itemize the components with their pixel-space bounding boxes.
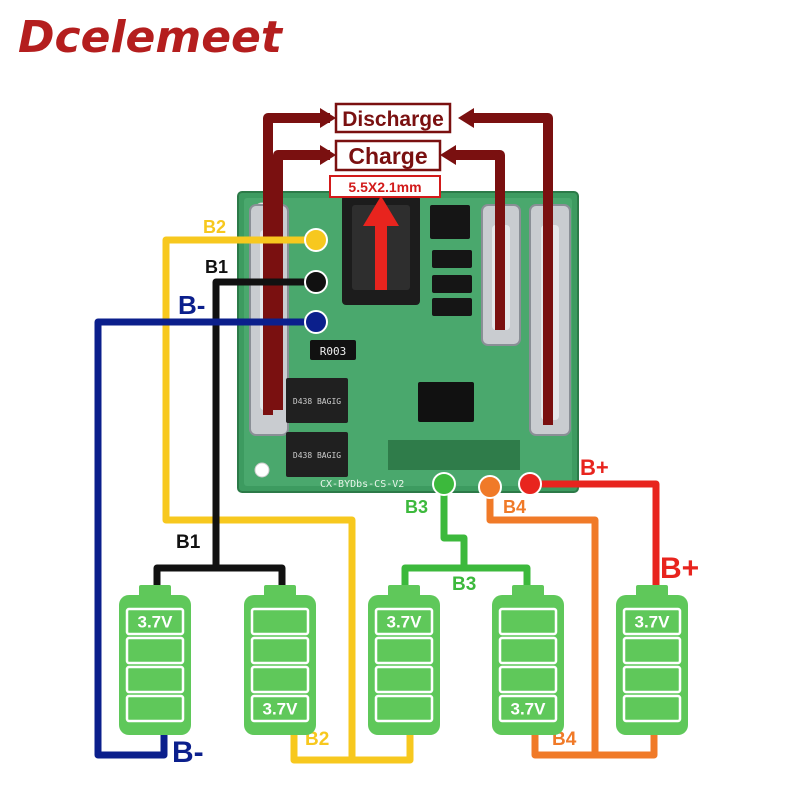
discharge-right-wire — [470, 113, 553, 425]
battery-cap — [512, 585, 544, 597]
mosfet-1 — [286, 378, 348, 423]
battery-segment — [374, 607, 434, 636]
wire-b4 — [486, 490, 658, 759]
battery-body — [368, 595, 440, 735]
battery-cap — [139, 585, 171, 597]
battery-segment — [125, 607, 185, 636]
battery-cell: 3.7V — [492, 585, 564, 735]
battery-voltage-label: 3.7V — [263, 700, 299, 719]
brand-logo: Dcelemeet — [18, 12, 284, 63]
battery-segment — [250, 636, 310, 665]
main-ic — [418, 382, 474, 422]
bms-board: R003 D438 BAGIG D438 BAGIG CX-BYDbs-CS-V… — [237, 191, 579, 493]
battery-cells: 3.7V 3.7V 3.7V 3.7V 3.7V — [119, 585, 688, 735]
dot-b3 — [432, 472, 456, 496]
battery-body — [492, 595, 564, 735]
jack-spec-label: 5.5X2.1mm — [348, 179, 421, 195]
wire-label-b1: B1 — [176, 532, 201, 553]
discharge-left-wire — [263, 113, 330, 415]
discharge-box — [334, 102, 452, 134]
pin-label-b-plus: B+ — [580, 455, 609, 480]
pin-header — [388, 440, 520, 470]
battery-segment — [250, 607, 310, 636]
battery-segment — [498, 636, 558, 665]
discharge-label: Discharge — [342, 108, 444, 131]
wire-label-b-minus: B- — [172, 736, 204, 769]
battery-segment — [125, 636, 185, 665]
battery-cell: 3.7V — [119, 585, 191, 735]
pin-label-b4: B4 — [503, 497, 526, 517]
battery-segment — [125, 694, 185, 723]
battery-segment — [498, 665, 558, 694]
ic-chip — [430, 205, 470, 239]
battery-segment — [250, 665, 310, 694]
wire-label-b3: B3 — [452, 574, 476, 595]
battery-segment — [374, 665, 434, 694]
battery-segment — [622, 607, 682, 636]
battery-cell: 3.7V — [368, 585, 440, 735]
diode — [432, 275, 472, 293]
battery-segment — [374, 636, 434, 665]
battery-voltage-label: 3.7V — [138, 613, 174, 632]
jack-up-arrow — [363, 196, 399, 290]
diode — [432, 298, 472, 316]
wire-b3-cell4 — [464, 564, 531, 585]
mosfet-1-label: D438 BAGIG — [293, 397, 341, 406]
battery-segment — [498, 607, 558, 636]
battery-cap — [636, 585, 668, 597]
battery-segment — [622, 694, 682, 723]
resistor-label: R003 — [320, 345, 347, 358]
battery-cap — [388, 585, 420, 597]
wire-b4-cell4 — [531, 735, 595, 759]
battery-cap — [264, 585, 296, 597]
wire-label-b4: B4 — [552, 729, 577, 750]
wire-label-b-plus: B+ — [660, 552, 699, 585]
pin-label-b2: B2 — [203, 217, 226, 237]
pin-label-b-minus: B- — [178, 290, 205, 320]
dot-b2 — [304, 228, 328, 252]
pin-label-b1: B1 — [205, 257, 228, 277]
dot-b-plus — [518, 472, 542, 496]
board-silkscreen: CX-BYDbs-CS-V2 — [320, 479, 404, 490]
resistor — [310, 340, 356, 360]
balance-wires — [94, 236, 660, 764]
battery-body — [616, 595, 688, 735]
wire-label-b2: B2 — [305, 729, 329, 750]
wire-b-minus — [94, 318, 316, 759]
mosfet-2-label: D438 BAGIG — [293, 451, 341, 460]
battery-voltage-label: 3.7V — [635, 613, 671, 632]
dot-b-minus — [304, 310, 328, 334]
jack-spec-box — [329, 175, 441, 198]
battery-segment — [498, 694, 558, 723]
charge-box — [334, 139, 442, 172]
battery-segment — [374, 694, 434, 723]
dot-b4 — [478, 475, 502, 499]
battery-voltage-label: 3.7V — [387, 613, 423, 632]
wire-b1-cell2 — [216, 564, 286, 585]
charge-label: Charge — [348, 143, 427, 169]
wire-b-plus — [530, 480, 660, 585]
battery-body — [119, 595, 191, 735]
mosfet-2 — [286, 432, 348, 477]
output-arrowheads — [320, 108, 474, 165]
wire-b2-cell3 — [352, 735, 414, 764]
pin-dots — [304, 228, 542, 499]
charge-right-wire — [450, 150, 505, 330]
diode — [432, 250, 472, 268]
battery-cell: 3.7V — [244, 585, 316, 735]
battery-segment — [622, 665, 682, 694]
battery-segment — [622, 636, 682, 665]
pin-label-b3: B3 — [405, 497, 428, 517]
wire-b2 — [162, 236, 356, 764]
battery-body — [244, 595, 316, 735]
wire-b3 — [401, 487, 468, 585]
dot-b1 — [304, 270, 328, 294]
battery-segment — [250, 694, 310, 723]
mount-hole — [254, 462, 270, 478]
battery-cell: 3.7V — [616, 585, 688, 735]
battery-segment — [125, 665, 185, 694]
battery-voltage-label: 3.7V — [511, 700, 547, 719]
